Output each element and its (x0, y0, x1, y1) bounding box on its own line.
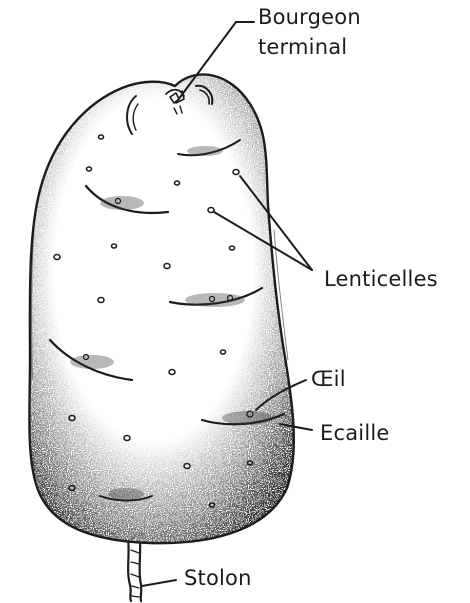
stolon-stem (128, 538, 141, 601)
label-stolon: Stolon (184, 566, 252, 590)
label-lenticelles: Lenticelles (324, 267, 438, 291)
tuber-body (20, 60, 310, 560)
label-oeil: Œil (311, 367, 346, 391)
label-terminal: terminal (258, 35, 347, 59)
label-ecaille: Ecaille (320, 421, 390, 445)
label-bourgeon: Bourgeon (258, 5, 361, 29)
